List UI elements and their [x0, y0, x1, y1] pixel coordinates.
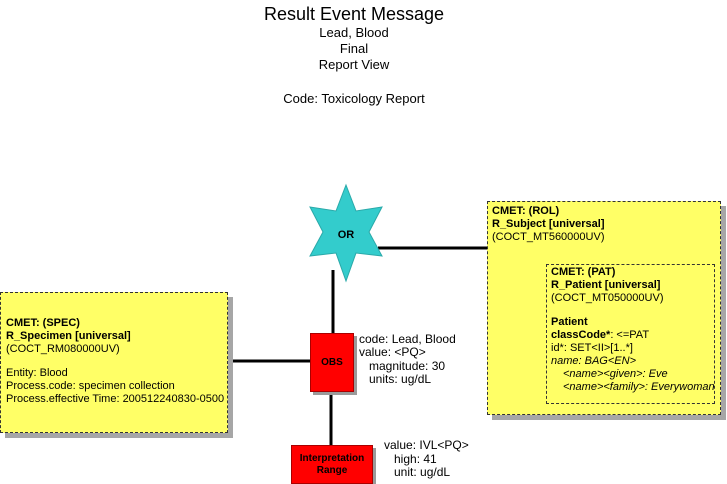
subject-cmet-id: (COCT_MT560000UV)	[492, 231, 605, 243]
patient-class-code: classCode*: <=PAT	[551, 329, 649, 342]
interp-high-attr: high: 41	[394, 452, 437, 466]
specimen-cmet-name: CMET: (SPEC)	[6, 317, 80, 329]
patient-cmet-role: R_Patient [universal]	[551, 279, 661, 291]
specimen-process-time: Process.effective Time: 200512240830-050…	[6, 393, 225, 405]
specimen-process-code: Process.code: specimen collection	[6, 380, 175, 392]
subject-cmet-role: R_Subject [universal]	[492, 218, 605, 230]
interp-unit-attr: unit: ug/dL	[394, 465, 451, 479]
subtitle-specimen: Lead, Blood	[319, 25, 389, 40]
specimen-cmet-box: CMET: (SPEC) R_Specimen [universal] (COC…	[0, 292, 228, 433]
specimen-entity: Entity: Blood	[6, 367, 68, 379]
patient-family-name: <name><family>: Everywoman	[563, 381, 715, 393]
interp-value-attr: value: IVL<PQ>	[384, 438, 469, 452]
patient-class-code-label: classCode*	[551, 329, 611, 341]
specimen-cmet-id: (COCT_RM080000UV)	[6, 343, 120, 355]
subject-cmet-box: CMET: (ROL) R_Subject [universal] (COCT_…	[487, 201, 721, 415]
patient-name-attr: name: BAG<EN>	[551, 355, 636, 367]
diagram-title: Result Event Message	[263, 4, 445, 24]
obs-code-attr: code: Lead, Blood	[359, 332, 456, 346]
obs-units-attr: units: ug/dL	[369, 372, 432, 386]
obs-act-box: OBS	[310, 333, 354, 392]
patient-cmet-id: (COCT_MT050000UV)	[551, 292, 664, 304]
or-star-label: OR	[338, 229, 355, 241]
subtitle-status: Final	[339, 41, 369, 56]
patient-cmet-box: CMET: (PAT) R_Patient [universal] (COCT_…	[546, 264, 715, 404]
patient-given-name: <name><given>: Eve	[563, 368, 668, 380]
subtitle-view: Report View	[318, 57, 390, 72]
specimen-cmet-role: R_Specimen [universal]	[6, 330, 131, 342]
patient-cmet-name: CMET: (PAT)	[551, 266, 616, 278]
interp-label-line1: Interpretation	[299, 452, 365, 464]
interp-label-line2: Range	[316, 464, 348, 476]
obs-magnitude-attr: magnitude: 30	[369, 359, 446, 373]
patient-id-attr: id*: SET<II>[1..*]	[551, 342, 633, 354]
obs-act-label: OBS	[321, 357, 343, 368]
code-line: Code: Toxicology Report	[283, 91, 425, 106]
patient-class-name: Patient	[551, 316, 588, 328]
interpretation-range-box: Interpretation Range	[291, 445, 373, 484]
subject-cmet-name: CMET: (ROL)	[492, 205, 560, 217]
obs-value-attr: value: <PQ>	[359, 345, 426, 359]
patient-class-code-value: : <=PAT	[610, 329, 650, 341]
or-star-shape	[309, 183, 383, 283]
